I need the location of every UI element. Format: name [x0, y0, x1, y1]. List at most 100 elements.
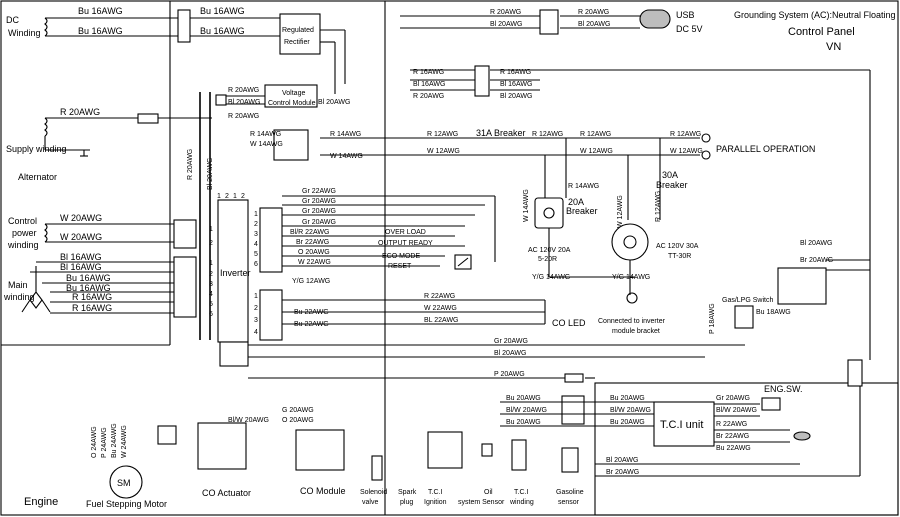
wire-label: Bl 20AWG: [318, 99, 350, 106]
wire-label: Gr 20AWG: [494, 338, 528, 345]
main-winding-label-2: winding: [3, 292, 35, 302]
connector-p20: [564, 373, 584, 383]
breaker30-label-2: Breaker: [656, 180, 688, 190]
connector-dc: [177, 9, 191, 43]
wire-label: Bl/W 20AWG: [610, 407, 651, 414]
connector-motor: [157, 425, 177, 445]
wire-label: Bu 20AWG: [610, 395, 645, 402]
svg-text:2: 2: [209, 271, 213, 278]
wire-label: Bu 20AWG: [610, 419, 645, 426]
wire-label: R 16AWG: [413, 69, 444, 76]
wire-label: R 14AWG: [250, 131, 281, 138]
alternator-label: Alternator: [18, 172, 57, 182]
svg-text:6: 6: [254, 261, 258, 268]
svg-text:4: 4: [254, 241, 258, 248]
oil-sensor: [481, 443, 493, 457]
connector-usb: [539, 9, 559, 35]
main-winding-symbol: [21, 266, 51, 313]
svg-text:2: 2: [209, 240, 213, 247]
tci-ign-label-1: T.C.I: [428, 489, 442, 496]
co-led-wires: [282, 299, 546, 325]
co-actuator: [197, 422, 247, 470]
wire-label: W 22AWG: [298, 259, 331, 266]
wire-label: Bl 20AWG: [500, 93, 532, 100]
eng-switch-label: ENG.SW.: [764, 384, 803, 394]
wire-label: R 20AWG: [187, 149, 194, 180]
wire-label: Bl 20AWG: [490, 21, 522, 28]
wire-label: W 24AWG: [121, 425, 128, 458]
outlet20-label-2: 5-20R: [538, 256, 557, 263]
wire-label: Br 22AWG: [296, 239, 329, 246]
lower-wires: [248, 344, 745, 379]
connector-power: [474, 65, 490, 97]
fuel-motor-label: Fuel Stepping Motor: [86, 499, 167, 509]
wire-label: BL 22AWG: [424, 317, 459, 324]
wire-label: W 14AWG: [250, 141, 283, 148]
co-module-label: CO Module: [300, 486, 346, 496]
co-module: [295, 429, 345, 471]
wire-label: R 20AWG: [60, 107, 100, 117]
wire-label: Bu 16AWG: [200, 6, 245, 16]
solenoid-valve: [371, 455, 383, 481]
svg-text:1: 1: [209, 226, 213, 233]
solenoid-label-2: valve: [362, 499, 378, 506]
wire-label: R 20AWG: [228, 113, 259, 120]
wire-label: R 12AWG: [532, 131, 563, 138]
main-pins: 12 1 2 3 4 5 6: [209, 226, 213, 318]
svg-text:3: 3: [209, 281, 213, 288]
wire-label: Bl 20AWG: [494, 350, 526, 357]
wire-label: Bl 20AWG: [606, 457, 638, 464]
outlet-30a: [611, 223, 649, 261]
parallel-terminal-2: [701, 150, 711, 160]
wire-label: R 12AWG: [580, 131, 611, 138]
svg-text:2: 2: [254, 221, 258, 228]
usb-label-1: USB: [676, 10, 695, 20]
wire-label: Bu 16AWG: [78, 6, 123, 16]
wire-label: Bu 16AWG: [66, 283, 111, 293]
wire-label: R 14AWG: [568, 183, 599, 190]
connector-main-winding: [173, 256, 197, 318]
tci-ignition: [427, 431, 463, 469]
wire-label: Bu 22AWG: [294, 321, 329, 328]
vcm-label-1: Voltage: [282, 90, 305, 97]
outlet30-label-1: AC 120V 30A: [656, 243, 699, 250]
inverter-bottom-connector: [219, 341, 249, 367]
connector-control-power: [173, 219, 197, 249]
svg-text:4: 4: [254, 329, 258, 336]
connector-co-led: [259, 289, 283, 341]
tci-unit: [653, 401, 715, 447]
connector-rails: [273, 129, 309, 161]
wire-label: P 20AWG: [494, 371, 525, 378]
engine-label: Engine: [24, 496, 58, 508]
svg-text:1: 1: [217, 193, 221, 200]
wire-label: R 12AWG: [670, 131, 701, 138]
signal-wires: [282, 195, 496, 267]
breaker30-label-1: 30A: [662, 170, 678, 180]
rectifier-label-1: Regulated: [282, 27, 314, 34]
regulated-rectifier: [279, 13, 321, 55]
breaker31-label: 31A Breaker: [476, 128, 526, 138]
wire-label: Bl 20AWG: [578, 21, 610, 28]
svg-text:1: 1: [209, 260, 213, 267]
main-winding-wires: [30, 261, 175, 314]
wire-label: Y/G 14AWG: [532, 274, 570, 281]
dc-winding-label-2: Winding: [8, 28, 41, 38]
wire-label: Br 20AWG: [800, 257, 833, 264]
wire-label: W 20AWG: [60, 232, 102, 242]
signal-pins: 12 34 56 12 34: [254, 211, 258, 336]
wire-label: W 12AWG: [580, 148, 613, 155]
fuel-stepping-motor: [109, 465, 143, 499]
wire-label: Bu 22AWG: [716, 445, 751, 452]
wire-label: Bl 16AWG: [413, 81, 445, 88]
wire-label: Bl/W 20AWG: [228, 417, 269, 424]
breaker20-label-2: Breaker: [566, 206, 598, 216]
wire-label: W 20AWG: [60, 213, 102, 223]
wire-label: P 18AWG: [709, 303, 716, 334]
wire-label: R 14AWG: [330, 131, 361, 138]
dc-winding-label-1: DC: [6, 15, 19, 25]
svg-text:5: 5: [254, 251, 258, 258]
svg-text:2: 2: [225, 193, 229, 200]
gas-lpg-switch-label: Gas/LPG Switch: [722, 297, 773, 304]
gas-lpg-module: [777, 267, 827, 305]
